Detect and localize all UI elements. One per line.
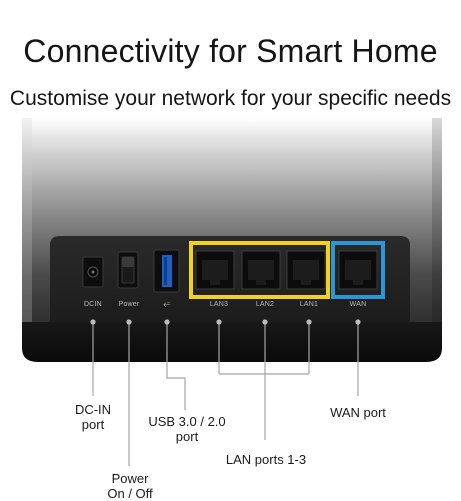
subheadline: Customise your network for your specific… (9, 87, 452, 110)
callout-power-line1: Power (111, 471, 149, 486)
callout-lan: LAN ports 1-3 (225, 452, 307, 467)
callout-dcin-line1: DC-IN (74, 402, 112, 417)
callout-dots (90, 319, 361, 325)
port-label-wan: WAN (349, 301, 367, 308)
device-base (22, 322, 442, 362)
callout-dcin-line2: port (81, 417, 105, 432)
callout-dcin: DC-IN port (72, 402, 114, 432)
usb-port-icon (153, 249, 180, 293)
power-switch-icon (117, 251, 139, 289)
ethernet-port-lan2-icon (241, 250, 281, 290)
dcin-socket-icon (82, 256, 104, 288)
port-label-dcin: DCIN (84, 301, 102, 308)
port-label-lan1: LAN1 (299, 301, 319, 308)
callout-usb-line2: port (175, 429, 199, 444)
port-label-lan2: LAN2 (255, 301, 275, 308)
ethernet-port-wan-icon (338, 250, 378, 290)
callout-usb: USB 3.0 / 2.0 port (145, 414, 229, 444)
device-left-edge (22, 118, 32, 328)
lan-highlight-frame (189, 241, 330, 299)
port-label-usb: ⭁ (163, 299, 171, 309)
callout-lines (92, 322, 359, 466)
callout-usb-line1: USB 3.0 / 2.0 (148, 414, 226, 429)
ethernet-port-lan1-icon (286, 250, 326, 290)
ethernet-port-lan3-icon (195, 250, 235, 290)
port-label-power: Power (118, 301, 140, 308)
callout-wan: WAN port (330, 405, 386, 420)
headline: Connectivity for Smart Home (23, 33, 438, 69)
device-right-edge (432, 118, 442, 328)
wan-highlight-frame (331, 241, 385, 299)
port-label-lan3: LAN3 (209, 301, 229, 308)
callout-power: Power On / Off (100, 471, 160, 501)
callout-power-line2: On / Off (107, 486, 153, 501)
